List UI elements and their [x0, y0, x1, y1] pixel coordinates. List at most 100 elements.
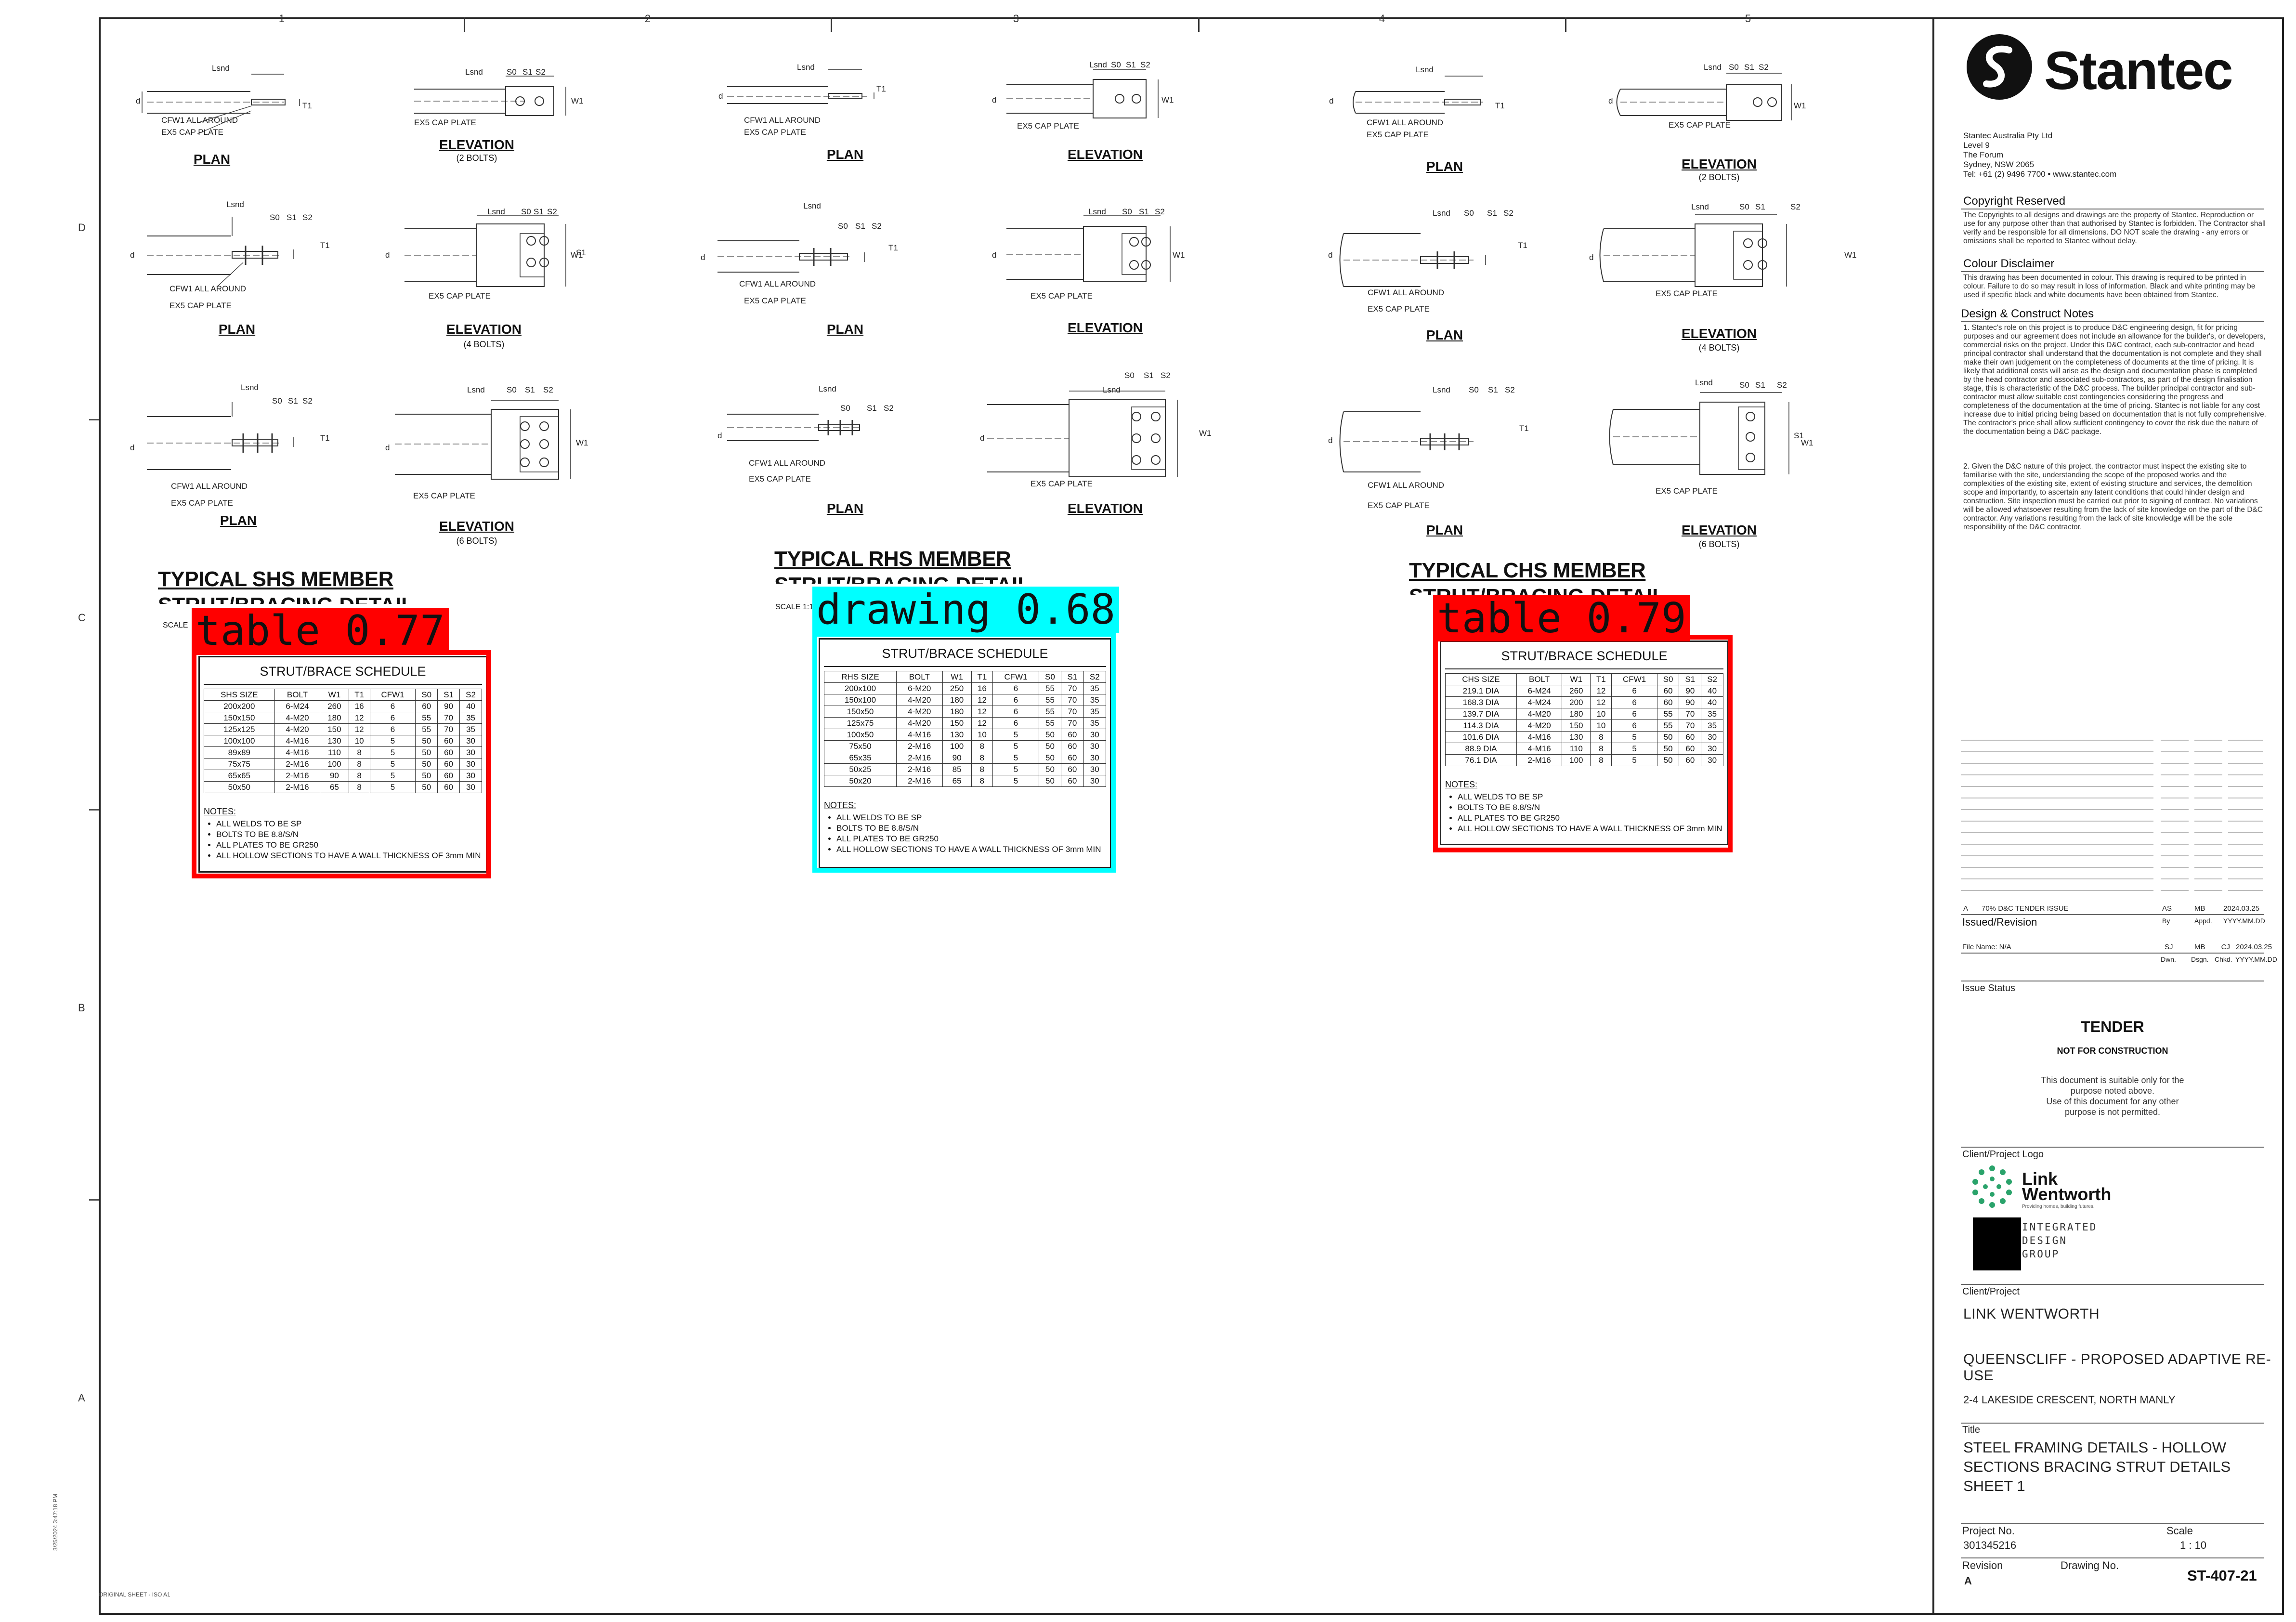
- table-cell: 50: [415, 746, 438, 759]
- dim-d: d: [136, 96, 141, 105]
- table-cell: 30: [459, 735, 482, 747]
- note-item: BOLTS TO BE 8.8/S/N: [1458, 802, 1723, 813]
- table-cell: 35: [1701, 708, 1723, 720]
- note-ex5: EX5 CAP PLATE: [429, 291, 491, 301]
- table-cell: 180: [1562, 708, 1591, 720]
- revision-entry-by: AS: [2162, 904, 2172, 913]
- table-cell: 200x200: [204, 700, 275, 712]
- note-cfw1: CFW1 ALL AROUND: [161, 116, 238, 125]
- address-line-3: The Forum: [1963, 150, 2004, 159]
- rhs-notes-title: NOTES:: [824, 800, 857, 810]
- grid-column-2: 2: [644, 13, 651, 25]
- dim-s1: S1: [1144, 371, 1154, 380]
- dim-lsnd: Lsnd: [1088, 207, 1106, 216]
- chs-schedule-title: STRUT/BRACE SCHEDULE: [1445, 646, 1723, 669]
- dim-w1: W1: [1801, 438, 1813, 447]
- project-no: 301345216: [1963, 1539, 2017, 1551]
- dim-t1: T1: [1495, 101, 1505, 110]
- dim-s1: S1: [1488, 385, 1498, 394]
- revision-blank-line: [2161, 867, 2189, 868]
- dim-s0: S0: [1729, 63, 1739, 72]
- caption-bolts: (2 BOLTS): [1698, 172, 1740, 182]
- drawing-no-label: Drawing No.: [2061, 1559, 2119, 1571]
- revision-blank-line: [2194, 786, 2222, 787]
- revision-blank-line: [2228, 751, 2263, 752]
- caption-plan: PLAN: [826, 501, 864, 516]
- dim-s2: S2: [872, 222, 882, 231]
- revision-blank-line: [2228, 867, 2263, 868]
- grid-column-tick: [464, 17, 465, 32]
- table-cell: 12: [971, 717, 993, 729]
- dim-s0: S0: [1469, 385, 1479, 394]
- table-cell: 5: [1611, 743, 1657, 755]
- dim-d: d: [1329, 96, 1334, 105]
- table-cell: 55: [1038, 682, 1062, 694]
- table-cell: 50x20: [824, 775, 897, 787]
- note-cfw1: CFW1 ALL AROUND: [170, 284, 247, 293]
- rhs-notes-list: ALL WELDS TO BE SPBOLTS TO BE 8.8/S/NALL…: [824, 812, 1106, 855]
- chs-elevation-2bolt-drawing: [1616, 73, 1792, 121]
- revision-blank-line: [2161, 763, 2189, 764]
- note-ex5: EX5 CAP PLATE: [171, 498, 233, 508]
- table-cell: 12: [348, 723, 370, 735]
- dim-s1: S1: [1755, 202, 1765, 211]
- dim-s2: S2: [1759, 63, 1769, 72]
- revision-blank-line: [2194, 844, 2222, 845]
- drawing-title: STEEL FRAMING DETAILS - HOLLOW SECTIONS …: [1963, 1438, 2231, 1496]
- shs-elevation-4bolt-drawing: [404, 215, 566, 287]
- revision-blank-line: [1961, 809, 2153, 810]
- table-cell: 100: [1562, 754, 1591, 766]
- dim-d: d: [1589, 253, 1594, 262]
- dim-s1: S1: [1139, 207, 1149, 216]
- table-cell: 125x75: [824, 717, 897, 729]
- revision-blank-line: [2161, 855, 2189, 856]
- table-cell: 90: [1679, 696, 1702, 708]
- status-note-line: This document is suitable only for the: [2041, 1075, 2184, 1085]
- dim-s0: S0: [521, 207, 531, 216]
- table-cell: 250: [942, 682, 972, 694]
- integrated-design-logo-text: INTEGRATED DESIGN GROUP: [2022, 1220, 2097, 1261]
- table-cell: 70: [1679, 719, 1702, 732]
- caption-elevation: ELEVATION: [1067, 147, 1143, 162]
- note-ex5: EX5 CAP PLATE: [1368, 304, 1430, 314]
- project-address: 2-4 LAKESIDE CRESCENT, NORTH MANLY: [1963, 1394, 2176, 1406]
- revision-blank-line: [2228, 809, 2263, 810]
- dc-notes-title: Design & Construct Notes: [1961, 307, 2094, 320]
- table-cell: 55: [415, 723, 438, 735]
- table-cell: 130: [942, 729, 972, 741]
- project-name: QUEENSCLIFF - PROPOSED ADAPTIVE RE-USE: [1963, 1351, 2271, 1384]
- divider: [1961, 1423, 2264, 1424]
- note-ex5: EX5 CAP PLATE: [744, 128, 806, 137]
- shs-section-title-line2: STRUT/BRACING DETAIL: [158, 593, 415, 617]
- grid-row-tick: [89, 419, 99, 420]
- detection-label-table-1: table 0.77: [192, 608, 449, 654]
- revision-blank-line: [2194, 890, 2222, 891]
- note-item: BOLTS TO BE 8.8/S/N: [216, 829, 482, 840]
- issue-status-label: Issue Status: [1962, 983, 2016, 994]
- table-cell: 180: [320, 712, 349, 724]
- table-cell: 76.1 DIA: [1445, 754, 1517, 766]
- table-cell: 8: [971, 740, 993, 752]
- dim-d: d: [130, 250, 135, 260]
- chs-notes-title: NOTES:: [1445, 780, 1478, 789]
- status-note: This document is suitable only for the p…: [1961, 1075, 2264, 1117]
- rhs-schedule-title: STRUT/BRACE SCHEDULE: [824, 643, 1106, 667]
- table-cell: 114.3 DIA: [1445, 719, 1517, 732]
- chs-section-title-line2: STRUT/BRACING DETAIL: [1409, 585, 1665, 595]
- detection-label-table-2: table 0.79: [1433, 595, 1690, 641]
- note-item: ALL HOLLOW SECTIONS TO HAVE A WALL THICK…: [1458, 824, 1723, 834]
- grid-column-5: 5: [1745, 13, 1751, 25]
- table-cell: 85: [942, 763, 972, 775]
- table-cell: 50: [1657, 731, 1680, 743]
- table-cell: 219.1 DIA: [1445, 685, 1517, 697]
- drawing-no: ST-407-21: [2187, 1567, 2257, 1584]
